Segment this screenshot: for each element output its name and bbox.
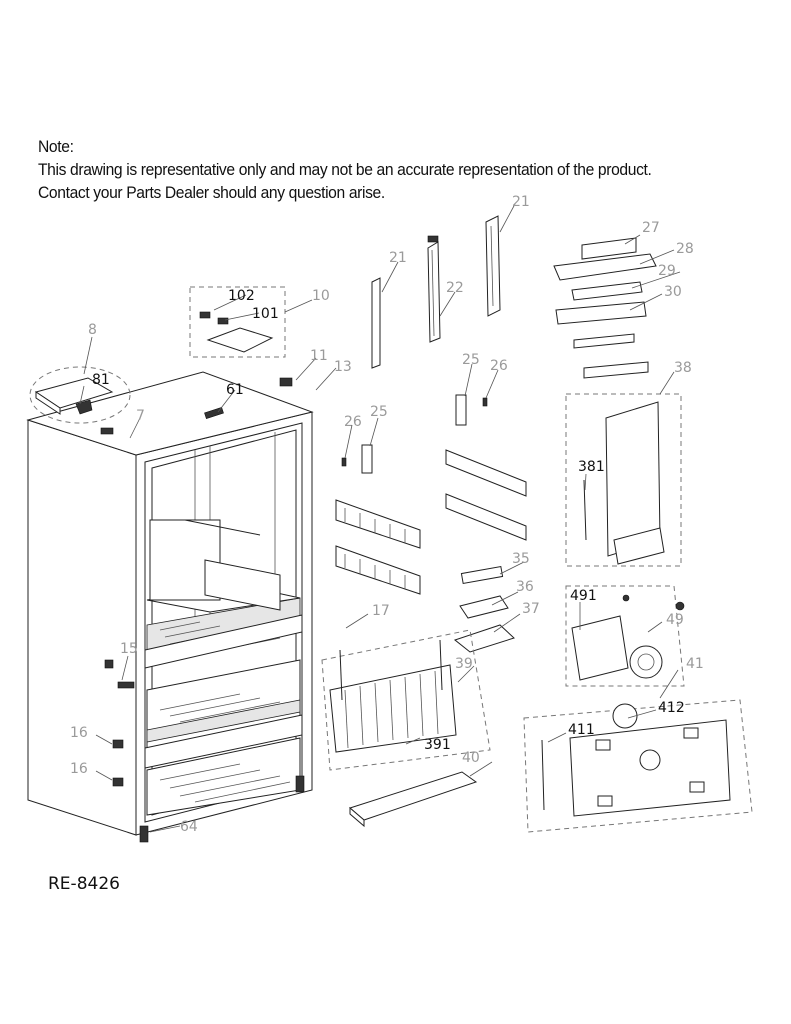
label-30: 30: [664, 284, 682, 300]
evaporator-cover-38: [565, 393, 682, 567]
shelf-rails-left: [335, 499, 421, 595]
label-17: 17: [372, 603, 390, 619]
label-81: 81: [92, 372, 110, 388]
brackets-25-26: [341, 394, 488, 474]
label-37: 37: [522, 601, 540, 617]
shelf-rails-right: [445, 449, 527, 653]
label-26-right: 26: [490, 358, 508, 374]
label-391: 391: [424, 737, 451, 753]
hinge-assembly-8: [29, 366, 131, 424]
label-13: 13: [334, 359, 352, 375]
label-21-left: 21: [389, 250, 407, 266]
label-25-right: 25: [462, 352, 480, 368]
label-22: 22: [446, 280, 464, 296]
label-102: 102: [228, 288, 255, 304]
label-11: 11: [310, 348, 328, 364]
label-411: 411: [568, 722, 595, 738]
fan-assembly-49: [565, 585, 685, 687]
hinge-assembly-10: [189, 286, 286, 358]
label-35: 35: [512, 551, 530, 567]
label-7: 7: [136, 408, 145, 424]
note-line-1: This drawing is representative only and …: [38, 160, 652, 179]
leader-lines: [79, 203, 681, 833]
label-28: 28: [676, 241, 694, 257]
label-101: 101: [252, 306, 279, 322]
label-40: 40: [462, 750, 480, 766]
door-rails: [371, 215, 501, 369]
refrigerator-cabinet: [26, 371, 314, 843]
label-29: 29: [658, 263, 676, 279]
label-61: 61: [226, 382, 244, 398]
note-line-2: Contact your Parts Dealer should any que…: [38, 183, 385, 202]
label-8: 8: [88, 322, 97, 338]
label-10: 10: [312, 288, 330, 304]
label-21-right: 21: [512, 194, 530, 210]
label-412: 412: [658, 700, 685, 716]
evaporator-39: [321, 629, 491, 771]
ice-maker-41: [523, 699, 753, 833]
drawing-code: RE-8426: [48, 874, 120, 894]
label-38: 38: [674, 360, 692, 376]
label-381: 381: [578, 459, 605, 475]
label-25-left: 25: [370, 404, 388, 420]
label-36: 36: [516, 579, 534, 595]
note-title: Note:: [38, 137, 74, 156]
label-49: 49: [666, 612, 684, 628]
label-27: 27: [642, 220, 660, 236]
label-16-lower: 16: [70, 761, 88, 777]
label-491: 491: [570, 588, 597, 604]
label-26-left: 26: [344, 414, 362, 430]
label-16-upper: 16: [70, 725, 88, 741]
label-39: 39: [455, 656, 473, 672]
drip-tray-40: [348, 771, 478, 828]
label-64: 64: [180, 819, 198, 835]
control-panel-parts: [553, 237, 657, 379]
label-41: 41: [686, 656, 704, 672]
label-15: 15: [120, 641, 138, 657]
part-labels: 8 81 7 61 102 101 10 11 13 21 22 21 27 2…: [70, 194, 704, 835]
